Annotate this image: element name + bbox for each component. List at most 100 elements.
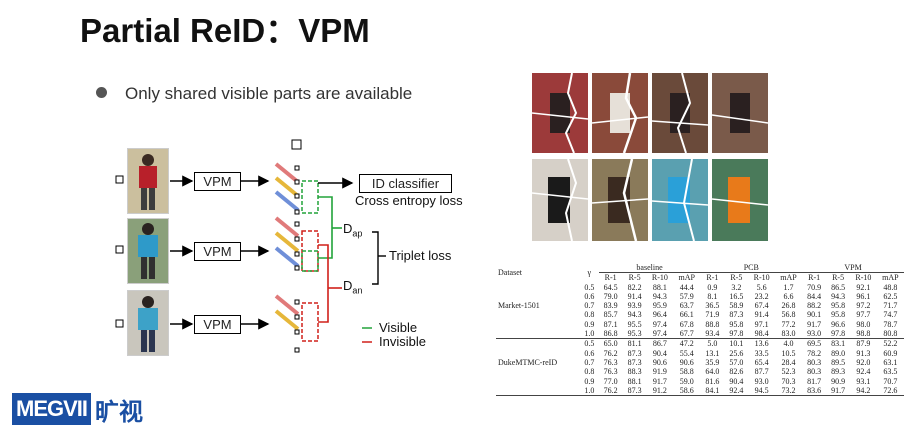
table-cell: 77.2 — [775, 320, 802, 329]
table-cell: 33.5 — [748, 349, 775, 358]
dataset-cell — [496, 310, 580, 319]
table-row: 0.885.794.396.466.171.987.391.456.890.19… — [496, 310, 904, 319]
table-cell: 76.2 — [599, 386, 623, 396]
table-cell: 92.4 — [850, 367, 877, 376]
table-cell: 66.1 — [673, 310, 700, 319]
table-cell: 71.9 — [700, 310, 724, 319]
person-image — [127, 148, 169, 214]
dataset-cell: DukeMTMC-reID — [496, 358, 580, 367]
table-cell: 80.8 — [877, 329, 904, 339]
table-cell: 44.4 — [673, 283, 700, 292]
table-cell: 88.2 — [802, 301, 826, 310]
subheader-cell: R-1 — [599, 273, 623, 283]
table-cell: 70.3 — [775, 377, 802, 386]
table-cell: 76.2 — [599, 349, 623, 358]
table-cell: 83.0 — [775, 329, 802, 339]
table-cell: 16.5 — [724, 292, 748, 301]
table-cell: 83.9 — [599, 301, 623, 310]
person-image — [127, 218, 169, 284]
region-square-icon — [292, 140, 301, 149]
table-cell: 52.2 — [877, 339, 904, 349]
subheader-cell: R-1 — [700, 273, 724, 283]
table-cell: 98.8 — [850, 329, 877, 339]
table-cell: 90.4 — [647, 349, 674, 358]
table-cell: 90.9 — [826, 377, 850, 386]
table-cell: 97.4 — [647, 329, 674, 339]
table-cell: 87.3 — [623, 386, 647, 396]
table-cell: 8.1 — [700, 292, 724, 301]
feature-stripes-2 — [276, 218, 299, 270]
table-cell: 90.1 — [802, 310, 826, 319]
table-cell: 67.8 — [673, 320, 700, 329]
part-square-icon — [116, 320, 123, 327]
dataset-cell — [496, 320, 580, 329]
header-dataset: Dataset — [496, 263, 580, 283]
table-cell: 64.0 — [700, 367, 724, 376]
table-cell: 73.2 — [775, 386, 802, 396]
table-cell: 76.3 — [599, 367, 623, 376]
table-cell: 28.4 — [775, 358, 802, 367]
table-cell: 80.3 — [802, 367, 826, 376]
table-cell: 86.8 — [599, 329, 623, 339]
table-cell: 98.0 — [850, 320, 877, 329]
table-cell: 35.9 — [700, 358, 724, 367]
dataset-cell — [496, 386, 580, 396]
visible-box-red-2 — [302, 303, 318, 341]
table-cell: 96.1 — [850, 292, 877, 301]
dataset-cell — [496, 292, 580, 301]
table-cell: 55.4 — [673, 349, 700, 358]
table-cell: 1.7 — [775, 283, 802, 292]
table-cell: 70.9 — [802, 283, 826, 292]
table-cell: 91.4 — [748, 310, 775, 319]
table-cell: 6.6 — [775, 292, 802, 301]
dataset-cell — [496, 283, 580, 292]
table-cell: 0.5 — [580, 339, 599, 349]
table-cell: 58.8 — [673, 367, 700, 376]
table-cell: 59.0 — [673, 377, 700, 386]
dataset-cell: Market-1501 — [496, 301, 580, 310]
table-cell: 13.1 — [700, 349, 724, 358]
table-cell: 3.2 — [724, 283, 748, 292]
table-cell: 91.2 — [647, 386, 674, 396]
table-cell: 0.8 — [580, 310, 599, 319]
table-cell: 83.6 — [802, 386, 826, 396]
table-cell: 95.8 — [826, 301, 850, 310]
header-baseline: baseline — [599, 263, 701, 273]
table-cell: 0.9 — [700, 283, 724, 292]
table-cell: 91.7 — [647, 377, 674, 386]
table-cell: 97.1 — [748, 320, 775, 329]
table-row: 1.086.895.397.467.793.497.898.483.093.09… — [496, 329, 904, 339]
table-cell: 93.9 — [623, 301, 647, 310]
table-cell: 97.4 — [647, 320, 674, 329]
table-cell: 91.7 — [826, 386, 850, 396]
table-cell: 87.3 — [623, 358, 647, 367]
table-cell: 97.2 — [850, 301, 877, 310]
table-cell: 95.3 — [623, 329, 647, 339]
subheader-cell: mAP — [877, 273, 904, 283]
table-cell: 0.7 — [580, 301, 599, 310]
table-cell: 67.4 — [748, 301, 775, 310]
table-cell: 78.7 — [877, 320, 904, 329]
table-cell: 62.5 — [877, 292, 904, 301]
table-cell: 90.6 — [647, 358, 674, 367]
table-cell: 87.7 — [748, 367, 775, 376]
table-cell: 95.5 — [623, 320, 647, 329]
table-cell: 74.7 — [877, 310, 904, 319]
table-cell: 13.6 — [748, 339, 775, 349]
table-cell: 52.3 — [775, 367, 802, 376]
table-cell: 1.0 — [580, 329, 599, 339]
table-cell: 26.8 — [775, 301, 802, 310]
table-cell: 89.3 — [826, 367, 850, 376]
table-cell: 91.7 — [802, 320, 826, 329]
subheader-cell: mAP — [673, 273, 700, 283]
table-cell: 0.9 — [580, 320, 599, 329]
vpm-box: VPM — [194, 315, 241, 334]
table-cell: 89.5 — [826, 358, 850, 367]
table-row: 0.977.088.191.759.081.690.493.070.381.79… — [496, 377, 904, 386]
table-cell: 91.4 — [623, 292, 647, 301]
table-cell: 85.7 — [599, 310, 623, 319]
